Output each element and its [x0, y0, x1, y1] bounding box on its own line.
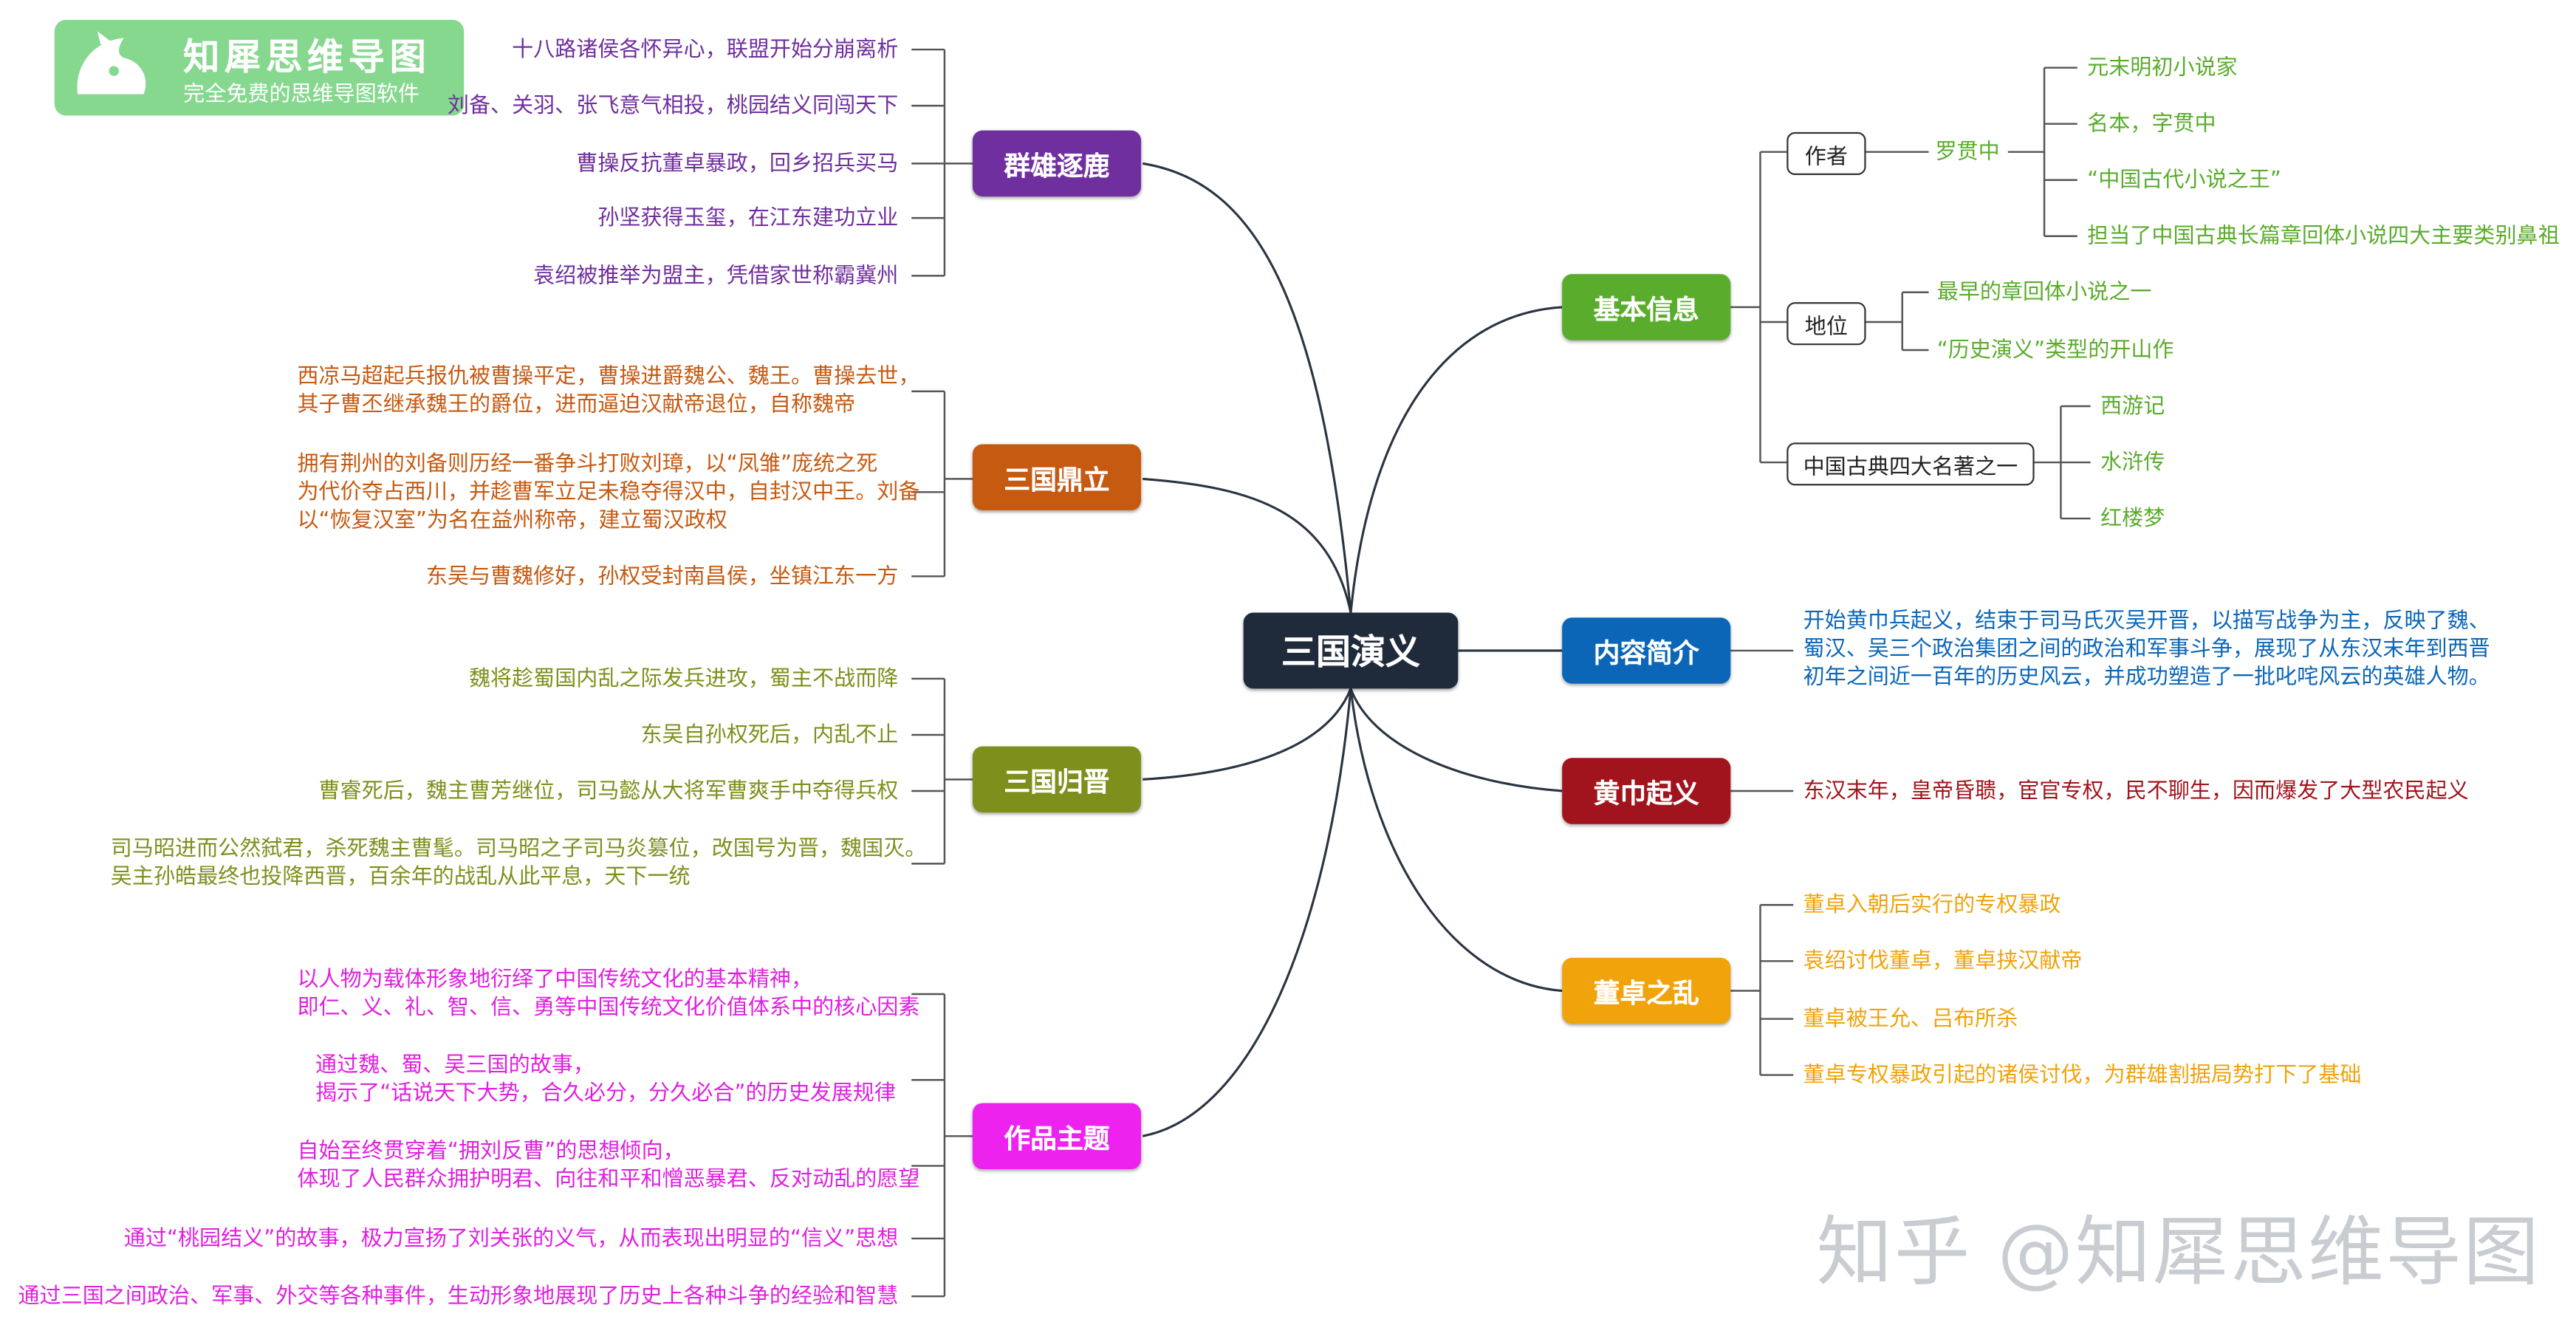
qunxiong-item[interactable]: 袁绍被推举为盟主，凭借家世称霸冀州	[533, 264, 899, 290]
zhuti-item[interactable]: 通过魏、蜀、吴三国的故事， 揭示了“话说天下大势，合久必分，分久必合”的历史发展…	[315, 1052, 896, 1108]
jianjie-line: 开始黄巾兵起义，结束于司马氏灭吴开晋，以描写战争为主，反映了魏、	[1803, 609, 2490, 634]
jianjie-line: 初年之间近一百年的历史风云，并成功塑造了一批叱咤风云的英雄人物。	[1803, 665, 2490, 691]
dingli-item[interactable]: 拥有荆州的刘备则历经一番争斗打败刘璋，以“凤雏”庞统之死 为代价夺占西川，并趁曹…	[297, 451, 919, 535]
dongzhuo-item[interactable]: 董卓入朝后实行的专权暴政	[1803, 893, 2061, 919]
watermark: 知乎 @知犀思维导图	[1816, 1207, 2541, 1297]
branch-jiben[interactable]: 基本信息	[1562, 274, 1731, 340]
logo-title: 知犀思维导图	[183, 38, 431, 80]
dingli-item-line: 拥有荆州的刘备则历经一番争斗打败刘璋，以“凤雏”庞统之死	[297, 452, 878, 478]
zhuti-item[interactable]: 通过“桃园结义”的故事，极力宣扬了刘关张的义气，从而表现出明显的“信义”思想	[123, 1227, 899, 1252]
dingli-item[interactable]: 东吴与曹魏修好，孙权受封南昌侯，坐镇江东一方	[425, 564, 899, 590]
author-box[interactable]: 作者	[1787, 131, 1866, 176]
dingli-item[interactable]: 西凉马超起兵报仇被曹操平定，曹操进爵魏公、魏王。曹操去世， 其子曹丕继承魏王的爵…	[297, 363, 919, 419]
author-item[interactable]: 元末明初小说家	[2087, 56, 2238, 81]
dongzhuo-item[interactable]: 董卓专权暴政引起的诸侯讨伐，为群雄割据局势打下了基础	[1803, 1063, 2362, 1089]
guijin-item[interactable]: 东吴自孙权死后，内乱不止	[640, 723, 899, 748]
zhuti-item-line: 通过魏、蜀、吴三国的故事，	[315, 1053, 595, 1079]
guijin-item-line: 吴主孙皓最终也投降西晋，百余年的战乱从此平息，天下一统	[110, 865, 691, 891]
author-item[interactable]: “中国古代小说之王”	[2087, 168, 2281, 194]
zhuti-item-line: 揭示了“话说天下大势，合久必分，分久必合”的历史发展规律	[315, 1081, 896, 1107]
status-item[interactable]: “历史演义”类型的开山作	[1936, 338, 2174, 363]
branch-guijin[interactable]: 三国归晋	[972, 746, 1142, 813]
dingli-item-line: 西凉马超起兵报仇被曹操平定，曹操进爵魏公、魏王。曹操去世，	[297, 365, 920, 390]
branch-zhuti[interactable]: 作品主题	[972, 1103, 1142, 1170]
app-logo: 知犀思维导图 完全免费的思维导图软件	[54, 19, 465, 116]
status-item[interactable]: 最早的章回体小说之一	[1936, 281, 2152, 306]
zhuti-item-line: 即仁、义、礼、智、信、勇等中国传统文化价值体系中的核心因素	[297, 996, 920, 1021]
zhuti-item[interactable]: 通过三国之间政治、军事、外交等各种事件，生动形象地展现了历史上各种斗争的经验和智…	[18, 1284, 899, 1310]
branch-dongzhuo[interactable]: 董卓之乱	[1562, 957, 1731, 1024]
zhuti-item-line: 以人物为载体形象地衍绎了中国传统文化的基本精神，	[297, 968, 813, 993]
rhino-logo-icon	[77, 31, 146, 95]
branch-qunxiong[interactable]: 群雄逐鹿	[972, 130, 1142, 197]
zhuti-item[interactable]: 自始至终贯穿着“拥刘反曹”的思想倾向， 体现了人民群众拥护明君、向往和平和憎恶暴…	[297, 1138, 919, 1194]
author-item[interactable]: 担当了中国古典长篇章回体小说四大主要类别鼻祖	[2087, 225, 2560, 250]
root-node[interactable]: 三国演义	[1243, 612, 1459, 689]
author-name[interactable]: 罗贯中	[1935, 140, 2000, 165]
zhuti-item-line: 体现了人民群众拥护明君、向往和平和憎恶暴君、反对动乱的愿望	[297, 1167, 920, 1193]
qunxiong-item[interactable]: 刘备、关羽、张飞意气相投，桃园结义同闯天下	[447, 94, 899, 119]
jianjie-line: 蜀汉、吴三个政治集团之间的政治和军事斗争，展现了从东汉末年到西晋	[1803, 637, 2490, 662]
logo-subtitle: 完全免费的思维导图软件	[183, 82, 419, 108]
qunxiong-item[interactable]: 十八路诸侯各怀异心，联盟开始分崩离析	[512, 38, 899, 63]
branch-dingli[interactable]: 三国鼎立	[972, 444, 1142, 510]
dongzhuo-item[interactable]: 袁绍讨伐董卓，董卓挟汉献帝	[1803, 949, 2083, 975]
guijin-item-line: 司马昭进而公然弑君，杀死魏主曹髦。司马昭之子司马炎篡位，改国号为晋，魏国灭。	[110, 837, 927, 863]
status-box[interactable]: 地位	[1787, 302, 1866, 346]
jianjie-text[interactable]: 开始黄巾兵起义，结束于司马氏灭吴开晋，以描写战争为主，反映了魏、 蜀汉、吴三个政…	[1803, 608, 2490, 692]
branch-jianjie[interactable]: 内容简介	[1562, 617, 1731, 684]
guijin-item[interactable]: 曹睿死后，魏主曹芳继位，司马懿从大将军曹爽手中夺得兵权	[318, 779, 899, 804]
classics-item[interactable]: 西游记	[2100, 394, 2165, 419]
zhuti-item-line: 自始至终贯穿着“拥刘反曹”的思想倾向，	[297, 1139, 685, 1165]
dingli-item-line: 以“恢复汉室”为名在益州称帝，建立蜀汉政权	[297, 508, 727, 534]
dingli-item-line: 其子曹丕继承魏王的爵位，进而逼迫汉献帝退位，自称魏帝	[297, 393, 856, 418]
guijin-item[interactable]: 司马昭进而公然弑君，杀死魏主曹髦。司马昭之子司马炎篡位，改国号为晋，魏国灭。 吴…	[111, 835, 927, 891]
dongzhuo-item[interactable]: 董卓被王允、吕布所杀	[1803, 1007, 2018, 1032]
qunxiong-item[interactable]: 曹操反抗董卓暴政，回乡招兵买马	[576, 151, 899, 177]
zhuti-item[interactable]: 以人物为载体形象地衍绎了中国传统文化的基本精神， 即仁、义、礼、智、信、勇等中国…	[297, 966, 919, 1022]
classics-item[interactable]: 水浒传	[2100, 451, 2165, 476]
huangjin-item[interactable]: 东汉末年，皇帝昏聩，宦官专权，民不聊生，因而爆发了大型农民起义	[1803, 779, 2469, 804]
classics-item[interactable]: 红楼梦	[2100, 507, 2165, 532]
classics-box[interactable]: 中国古典四大名著之一	[1787, 442, 2035, 486]
guijin-item[interactable]: 魏将趁蜀国内乱之际发兵进攻，蜀主不战而降	[468, 667, 899, 692]
dingli-item-line: 为代价夺占西川，并趁曹军立足未稳夺得汉中，自封汉中王。刘备	[297, 480, 920, 506]
author-item[interactable]: 名本，字贯中	[2087, 112, 2216, 137]
branch-huangjin[interactable]: 黄巾起义	[1562, 758, 1731, 824]
qunxiong-item[interactable]: 孙坚获得玉玺，在江东建功立业	[597, 206, 899, 232]
